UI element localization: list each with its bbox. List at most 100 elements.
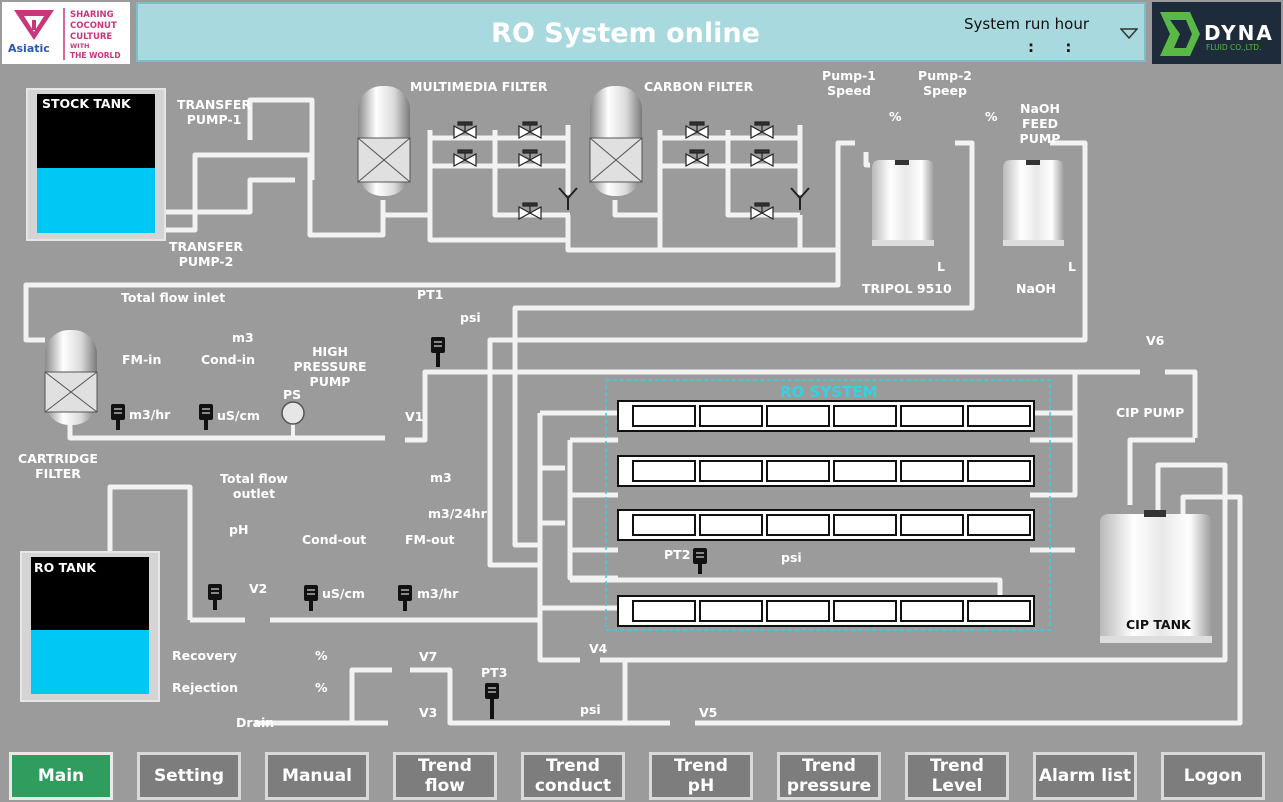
pump-2-speed-label: Pump-2 Speep: [918, 68, 972, 98]
pt2-label: PT2: [664, 547, 691, 562]
ps-label: PS: [283, 387, 302, 402]
dyna-logo: DYNA FLUID CO.,LTD.: [1152, 2, 1281, 64]
v3-label: V3: [419, 705, 438, 720]
title-panel: RO System online System run hour : :: [136, 2, 1146, 62]
cond-in-label: Cond-in: [201, 352, 255, 367]
ro-tank-vessel: [31, 557, 149, 694]
naoh-tank-unit: L: [1068, 259, 1076, 274]
nav-trend-level-button[interactable]: Trend Level: [905, 752, 1009, 800]
ro-tank-label: RO TANK: [34, 560, 96, 575]
v1-label: V1: [405, 409, 424, 424]
rejection-label: Rejection: [172, 680, 239, 695]
pump-1-speed-unit: %: [889, 109, 902, 124]
nav-setting-button[interactable]: Setting: [137, 752, 241, 800]
pump-2-speed-unit: %: [985, 109, 998, 124]
fm-in-label: FM-in: [122, 352, 162, 367]
ro-membrane-row: [617, 400, 1035, 627]
stock-tank: STOCK TANK: [26, 88, 166, 241]
drain-y-icon: [558, 187, 810, 210]
nav-main-button[interactable]: Main: [9, 752, 113, 800]
recovery-unit: %: [315, 648, 328, 663]
pt3-unit: psi: [580, 702, 601, 717]
ro-tank: RO TANK: [20, 551, 160, 702]
page-title: RO System online: [491, 18, 760, 49]
nav-logon-button[interactable]: Logon: [1161, 752, 1265, 800]
cip-tank: [1100, 510, 1212, 643]
cartridge-filter-vessel: [44, 330, 98, 425]
pt3-label: PT3: [481, 665, 508, 680]
pt2-unit: psi: [781, 550, 802, 565]
recovery-label: Recovery: [172, 648, 238, 663]
tripol-tank-unit: L: [937, 259, 945, 274]
rejection-unit: %: [315, 680, 328, 695]
outlet-volume-unit: m3: [430, 470, 452, 485]
pressure-switch-gauge: [281, 401, 305, 440]
nav-manual-button[interactable]: Manual: [265, 752, 369, 800]
naoh-tank: [1003, 160, 1064, 246]
v2-label: V2: [249, 581, 268, 596]
stock-tank-vessel: [37, 94, 155, 233]
asiatic-brand-text: Asiatic: [8, 42, 50, 55]
total-flow-outlet-label: Total flow outlet: [220, 471, 288, 501]
pump-1-speed-label: Pump-1 Speed: [822, 68, 876, 98]
cip-tank-label: CIP TANK: [1126, 617, 1191, 632]
transfer-pump-2-label: TRANSFER PUMP-2: [169, 239, 243, 269]
svg-text:SHARING: SHARING: [70, 10, 114, 20]
naoh-tank-label: NaOH: [1016, 281, 1056, 296]
process-diagram: [23, 86, 1243, 726]
sensor-icon: [111, 337, 707, 719]
dyna-sub-text: FLUID CO.,LTD.: [1206, 43, 1261, 52]
ro-membrane-element: [632, 405, 1031, 622]
nav-alarm-list-button[interactable]: Alarm list: [1033, 752, 1137, 800]
svg-text:THE WORLD: THE WORLD: [70, 51, 121, 60]
stock-tank-level: [37, 167, 155, 233]
run-hour-label: System run hour: [964, 15, 1090, 33]
carbon-filter-label: CARBON FILTER: [644, 79, 754, 94]
pt1-label: PT1: [417, 287, 444, 302]
v5-label: V5: [699, 705, 718, 720]
svg-text:COCONUT: COCONUT: [70, 21, 117, 31]
nav-trend-pressure-button[interactable]: Trend pressure: [777, 752, 881, 800]
v7-label: V7: [419, 649, 438, 664]
transfer-pump-1-label: TRANSFER PUMP-1: [177, 97, 251, 127]
tripol-tank: [872, 160, 934, 246]
chevron-down-icon[interactable]: [1120, 28, 1138, 40]
cip-pump-label: CIP PUMP: [1116, 405, 1185, 420]
svg-text:WITH: WITH: [70, 42, 89, 50]
fm-in-unit: m3/hr: [129, 407, 171, 422]
header-bar: Asiatic SHARING COCONUT CULTURE WITH THE…: [0, 0, 1283, 66]
run-hour-value: : :: [1028, 38, 1072, 56]
stock-tank-label: STOCK TANK: [42, 96, 131, 111]
v4-label: V4: [589, 641, 608, 656]
valve-group: [453, 121, 774, 221]
ro-system-frame: [605, 379, 1051, 631]
dyna-logo-mark: DYNA FLUID CO.,LTD.: [1160, 12, 1274, 56]
ro-tank-level: [31, 629, 149, 694]
daily-volume-unit: m3/24hr: [428, 506, 487, 521]
inlet-volume-unit: m3: [232, 330, 254, 345]
fm-out-unit: m3/hr: [417, 586, 459, 601]
cond-out-label: Cond-out: [302, 532, 367, 547]
asiatic-logo-mark: Asiatic SHARING COCONUT CULTURE WITH THE…: [8, 8, 121, 60]
ro-system-label: RO SYSTEM: [780, 383, 878, 401]
cond-out-unit: uS/cm: [322, 586, 365, 601]
cond-in-unit: uS/cm: [217, 408, 260, 423]
dyna-brand-text: DYNA: [1204, 21, 1274, 45]
multimedia-filter-label: MULTIMEDIA FILTER: [410, 79, 548, 94]
tripol-tank-label: TRIPOL 9510: [862, 281, 952, 296]
fm-out-label: FM-out: [405, 532, 455, 547]
total-flow-inlet-label: Total flow inlet: [121, 290, 226, 305]
drain-label: Drain: [236, 715, 275, 730]
nav-trend-flow-button[interactable]: Trend flow: [393, 752, 497, 800]
svg-text:CULTURE: CULTURE: [70, 32, 112, 42]
pt1-unit: psi: [460, 310, 481, 325]
asiatic-logo: Asiatic SHARING COCONUT CULTURE WITH THE…: [2, 2, 130, 64]
cartridge-filter-label: CARTRIDGE FILTER: [18, 451, 98, 481]
carbon-filter-vessel: [589, 86, 643, 196]
multimedia-filter-vessel: [357, 86, 411, 196]
nav-trend-conduct-button[interactable]: Trend conduct: [521, 752, 625, 800]
ph-label: pH: [229, 522, 249, 537]
nav-trend-ph-button[interactable]: Trend pH: [649, 752, 753, 800]
high-pressure-pump-label: HIGH PRESSURE PUMP: [293, 344, 367, 389]
pipe-network: [23, 97, 1243, 726]
